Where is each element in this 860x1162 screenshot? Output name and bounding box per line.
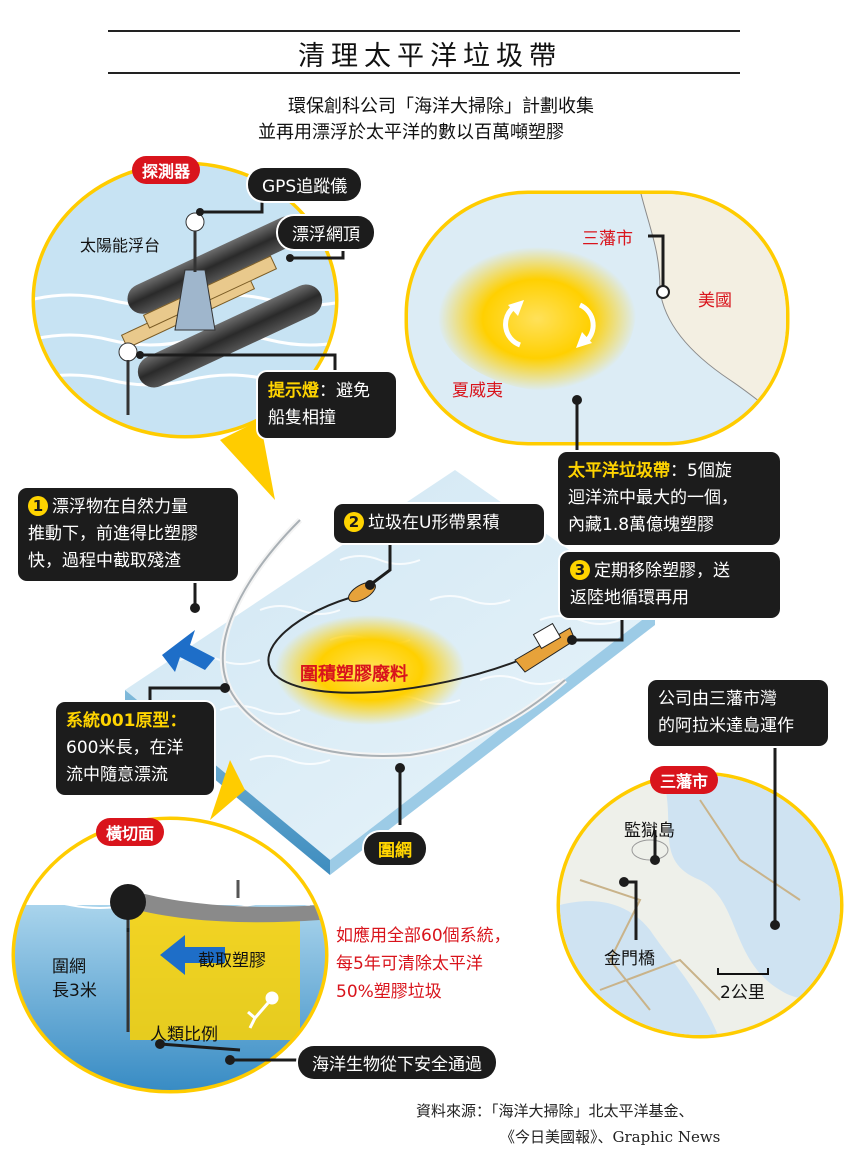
title-rule-bottom: [108, 72, 740, 74]
map-label-sf: 三藩市: [582, 229, 633, 249]
step2-number: 2: [344, 512, 364, 532]
map-label-hawaii: 夏威夷: [452, 381, 503, 401]
capture-label: 截取塑膠: [198, 951, 266, 971]
title-rule-top: [108, 30, 740, 32]
impact-note-line3: 50%塑膠垃圾: [336, 982, 442, 1002]
company-box: 公司由三藩市灣 的阿拉米達島運作: [648, 680, 828, 746]
scale-bar: [717, 968, 769, 975]
subtitle-line1: 環保創科公司「海洋大掃除」計劃收集: [288, 96, 594, 117]
golden-gate-label: 金門橋: [604, 949, 655, 969]
net-length-label1: 圍網: [52, 957, 86, 977]
impact-note-line2: 每5年可清除太平洋: [336, 954, 483, 974]
system-colon: ：: [169, 711, 187, 731]
sf-map-tag: 三藩市: [650, 766, 719, 794]
current-arrow-icon: [162, 630, 215, 672]
sf-marker-icon: [656, 285, 670, 299]
warning-light-text2: 船隻相撞: [268, 408, 336, 428]
company-text2: 的阿拉米達島運作: [658, 716, 794, 736]
section-pointer: [210, 760, 245, 820]
net-length-label2: 長3米: [52, 981, 97, 1001]
ship-icon: [514, 622, 576, 673]
scale-label: 2公里: [720, 983, 765, 1003]
subtitle-line2: 並再用漂浮於太平洋的數以百萬噸塑膠: [258, 122, 564, 143]
capture-arrow-icon: [160, 935, 225, 975]
marine-life-label: 海洋生物從下安全通過: [298, 1046, 496, 1079]
step1-text2: 推動下，前進得比塑膠: [28, 524, 198, 544]
plastic-label: 圍積塑膠廢料: [300, 664, 408, 685]
detector-tag: 探測器: [132, 156, 201, 184]
system-text2: 600米長，在洋: [66, 738, 184, 758]
step2-text: 垃圾在U形帶累積: [368, 513, 500, 533]
map-label-usa: 美國: [698, 291, 732, 311]
step3-text2: 返陸地循環再用: [570, 588, 689, 608]
source-line2: 《今日美國報》、Graphic News: [500, 1128, 721, 1146]
warning-light-text1: ：避免: [319, 381, 370, 401]
gyre-text2: 迴洋流中最大的一個，: [568, 488, 738, 508]
step1-number: 1: [28, 496, 48, 516]
solar-platform-label: 太陽能浮台: [80, 236, 161, 255]
warning-light-box: 提示燈：避免 船隻相撞: [258, 372, 396, 438]
step3-text1: 定期移除塑膠，送: [594, 561, 730, 581]
gyre-title: 太平洋垃圾帶: [568, 461, 670, 481]
system-box: 系統001原型： 600米長，在洋 流中隨意漂流: [56, 702, 214, 795]
gps-label: GPS追蹤儀: [248, 168, 362, 201]
step1-text1: 漂浮物在自然力量: [52, 497, 188, 517]
impact-note: 如應用全部60個系統， 每5年可清除太平洋 50%塑膠垃圾: [336, 922, 511, 1006]
gyre-text1: ：5個旋: [670, 461, 732, 481]
page-title: 清理太平洋垃圾帶: [298, 41, 562, 72]
gyre-text3: 內藏1.8萬億塊塑膠: [568, 515, 715, 535]
impact-note-line1: 如應用全部60個系統，: [336, 926, 511, 946]
system-title: 系統001原型: [66, 711, 170, 731]
cross-section-tag: 橫切面: [96, 818, 165, 846]
step1-text3: 快，過程中截取殘渣: [28, 551, 181, 571]
source-line1: 資料來源：「海洋大掃除」北太平洋基金、: [416, 1102, 694, 1120]
human-scale-label: 人類比例: [150, 1025, 218, 1045]
tow-line: [267, 594, 521, 694]
warning-light-title: 提示燈: [268, 381, 319, 401]
plastic-patch: [275, 615, 465, 725]
company-text1: 公司由三藩市灣: [658, 689, 777, 709]
system-text3: 流中隨意漂流: [66, 765, 168, 785]
detector-pointer: [220, 420, 275, 500]
diver-icon: [247, 991, 279, 1029]
garbage-patch: [438, 247, 637, 391]
step3-number: 3: [570, 560, 590, 580]
gyre-info-box: 太平洋垃圾帶：5個旋 迴洋流中最大的一個， 內藏1.8萬億塊塑膠: [558, 452, 780, 545]
net-top-label: 漂浮網頂: [278, 216, 374, 249]
net-label: 圍網: [364, 832, 426, 865]
alcatraz-label: 監獄島: [624, 821, 675, 841]
